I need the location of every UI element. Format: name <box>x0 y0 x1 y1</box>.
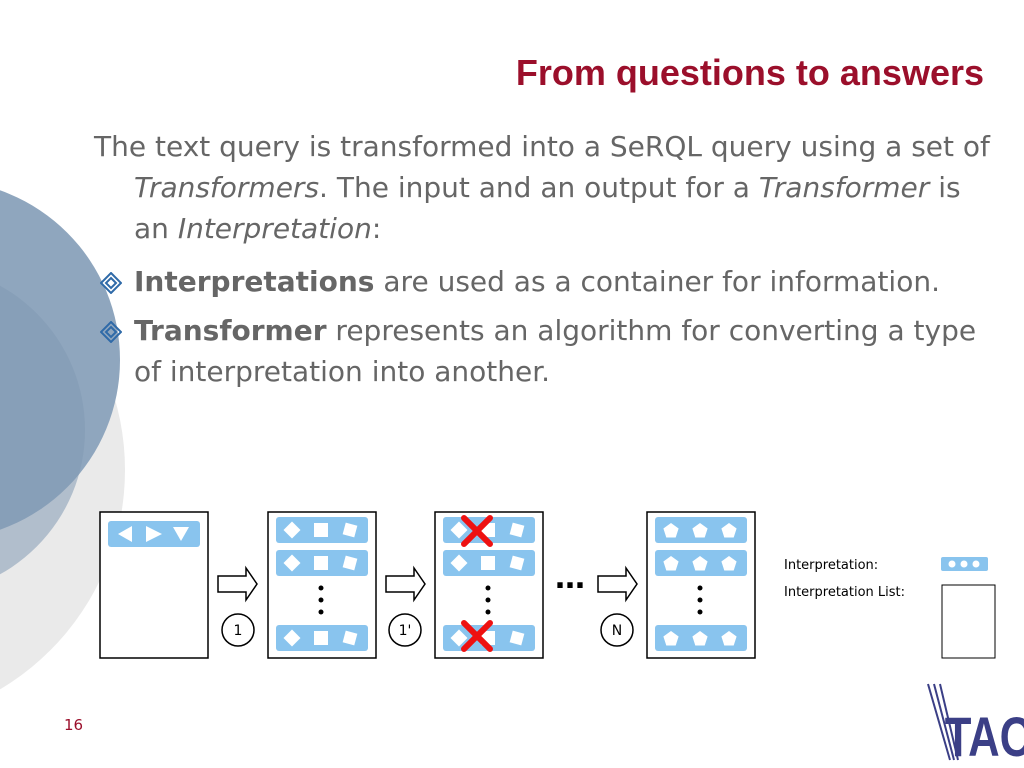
logo-text: TAO <box>945 706 1024 764</box>
pipeline-diagram: 1 1' <box>99 511 996 659</box>
intro-text-4: : <box>371 212 382 245</box>
diamond-bullet-icon <box>100 321 122 343</box>
page-number: 16 <box>64 716 84 734</box>
intro-term-transformer: Transformer <box>758 171 930 204</box>
remove-cross-icon <box>461 620 493 652</box>
step-marker: 1 <box>221 613 255 647</box>
step-label: N <box>612 623 622 639</box>
tao-logo: TAO <box>927 683 1024 764</box>
diamond-bullet-icon <box>100 272 122 294</box>
step-marker: 1' <box>388 613 422 647</box>
step-marker: N <box>600 613 634 647</box>
interpretation-list-box <box>434 511 544 659</box>
ellipsis: … <box>555 561 585 596</box>
interpretation-list-box <box>267 511 377 659</box>
slide-title: From questions to answers <box>515 52 984 93</box>
intro-term-interpretation: Interpretation <box>177 212 372 245</box>
arrow-right-icon <box>385 565 426 603</box>
legend-interpretation-list-label: Interpretation List: <box>784 585 905 600</box>
slide-body: The text query is transformed into a SeR… <box>94 126 994 400</box>
arrow-right-icon <box>597 565 638 603</box>
remove-cross-icon <box>461 515 493 547</box>
intro-text-1: The text query is transformed into a SeR… <box>94 130 990 163</box>
interpretation-item <box>276 625 368 651</box>
interpretation-list-box <box>99 511 209 659</box>
bullet-transformer: Transformer represents an algorithm for … <box>94 310 994 392</box>
interpretation-item <box>655 550 747 576</box>
bullet-term: Interpretations <box>134 265 375 298</box>
bullet-text: are used as a container for information. <box>374 265 940 298</box>
bullet-text: represents an algorithm for converting a… <box>134 314 977 388</box>
legend-interpretation-list-swatch <box>941 584 996 659</box>
interpretation-item <box>276 517 368 543</box>
step-label: 1' <box>399 623 412 639</box>
step-label: 1 <box>234 623 243 639</box>
intro-text-2: . The input and an output for a <box>319 171 759 204</box>
arrow-right-icon <box>217 565 258 603</box>
bullet-interpretations: Interpretations are used as a container … <box>94 261 994 302</box>
background-decoration <box>0 190 125 690</box>
interpretation-list-box <box>646 511 756 659</box>
interpretation-item <box>276 550 368 576</box>
intro-term-transformers: Transformers <box>134 171 320 204</box>
interpretation-item <box>655 625 747 651</box>
legend-interpretation-label: Interpretation: <box>784 558 878 573</box>
intro-text-3: is an <box>134 171 961 245</box>
legend-interpretation-swatch <box>941 557 988 571</box>
intro-paragraph: The text query is transformed into a SeR… <box>94 126 994 249</box>
bullet-term: Transformer <box>134 314 327 347</box>
interpretation-item <box>655 517 747 543</box>
interpretation-item <box>108 521 200 547</box>
interpretation-item <box>443 550 535 576</box>
